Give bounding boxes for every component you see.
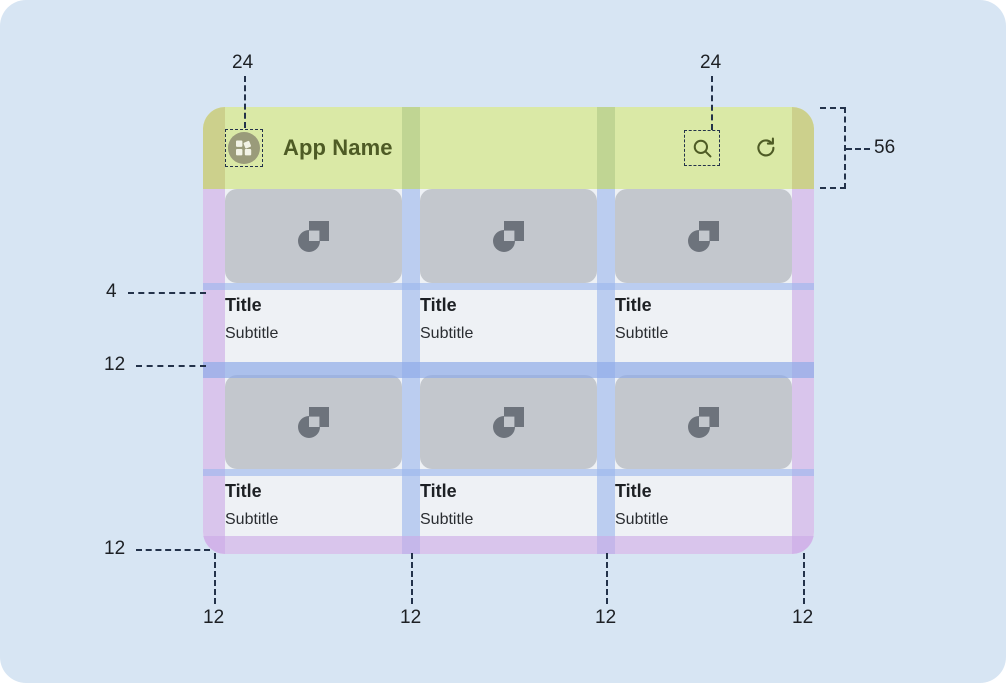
card-subtitle: Subtitle: [420, 510, 474, 528]
image-placeholder-icon: [687, 221, 719, 252]
annotation-logo-size: 24: [232, 52, 254, 73]
app-logo-button[interactable]: [225, 129, 263, 167]
card-text: Title Subtitle: [225, 469, 402, 528]
card-row: Title Subtitle Title Subtitle: [203, 375, 814, 553]
annotation-appbar-height: 56: [874, 137, 896, 158]
card[interactable]: Title Subtitle: [225, 375, 402, 553]
app-bar-leading: App Name: [217, 129, 393, 167]
card-thumbnail: [420, 189, 597, 283]
app-title: App Name: [283, 135, 393, 160]
image-placeholder-icon: [492, 221, 524, 252]
annotation-column-gutter: 12: [792, 607, 814, 628]
annotation-leader-appbar-height: [846, 148, 870, 150]
image-placeholder-icon: [297, 407, 329, 438]
refresh-button[interactable]: [748, 130, 784, 166]
annotation-leader-column-gutter: [411, 553, 413, 604]
card-subtitle: Subtitle: [225, 510, 279, 528]
app-logo-icon: [228, 132, 260, 164]
annotation-leader-bottom-margin: [136, 549, 210, 551]
card[interactable]: Title Subtitle: [615, 189, 792, 367]
card-row: Title Subtitle Title Subtitle: [203, 189, 814, 367]
annotation-search-size: 24: [700, 52, 722, 73]
card-title: Title: [615, 295, 652, 315]
annotation-column-gutter: 12: [595, 607, 617, 628]
app-bar: App Name: [203, 107, 814, 189]
card-thumbnail: [225, 189, 402, 283]
card[interactable]: Title Subtitle: [615, 375, 792, 553]
card-subtitle: Subtitle: [420, 324, 474, 342]
card[interactable]: Title Subtitle: [225, 189, 402, 367]
annotation-leader-logo: [244, 76, 246, 128]
annotation-appbar-height-bracket: [820, 107, 846, 189]
card-subtitle: Subtitle: [615, 510, 669, 528]
card-title: Title: [225, 295, 262, 315]
annotation-row-gutter: 12: [104, 354, 126, 375]
card-title: Title: [420, 481, 457, 501]
image-placeholder-icon: [297, 221, 329, 252]
annotation-leader-column-gutter: [214, 553, 216, 604]
card-thumbnail: [615, 375, 792, 469]
search-button[interactable]: [684, 130, 720, 166]
image-placeholder-icon: [687, 407, 719, 438]
card-grid: Title Subtitle Title Subtitle: [203, 189, 814, 554]
app-mockup: App Name: [203, 107, 814, 554]
card[interactable]: Title Subtitle: [420, 189, 597, 367]
card-subtitle: Subtitle: [615, 324, 669, 342]
annotation-leader-column-gutter: [803, 553, 805, 604]
card-title: Title: [225, 481, 262, 501]
refresh-icon: [757, 137, 775, 157]
search-icon: [693, 139, 711, 157]
card-thumbnail: [615, 189, 792, 283]
card-thumbnail: [420, 375, 597, 469]
annotation-leader-column-gutter: [606, 553, 608, 604]
card-thumbnail: [225, 375, 402, 469]
card-subtitle: Subtitle: [225, 324, 279, 342]
annotation-column-gutter: 12: [203, 607, 225, 628]
annotation-column-gutter: 12: [400, 607, 422, 628]
image-placeholder-icon: [492, 407, 524, 438]
card-title: Title: [420, 295, 457, 315]
annotation-leader-search: [711, 76, 713, 130]
annotation-leader-row-gutter: [136, 365, 206, 367]
annotation-leader-title-spacing: [128, 292, 206, 294]
card-text: Title Subtitle: [615, 469, 792, 528]
app-bar-actions: [684, 130, 800, 166]
card-text: Title Subtitle: [225, 283, 402, 342]
card-title: Title: [615, 481, 652, 501]
card-text: Title Subtitle: [420, 283, 597, 342]
card-text: Title Subtitle: [615, 283, 792, 342]
card[interactable]: Title Subtitle: [420, 375, 597, 553]
annotation-title-spacing: 4: [106, 281, 117, 302]
card-text: Title Subtitle: [420, 469, 597, 528]
annotation-bottom-margin: 12: [104, 538, 126, 559]
